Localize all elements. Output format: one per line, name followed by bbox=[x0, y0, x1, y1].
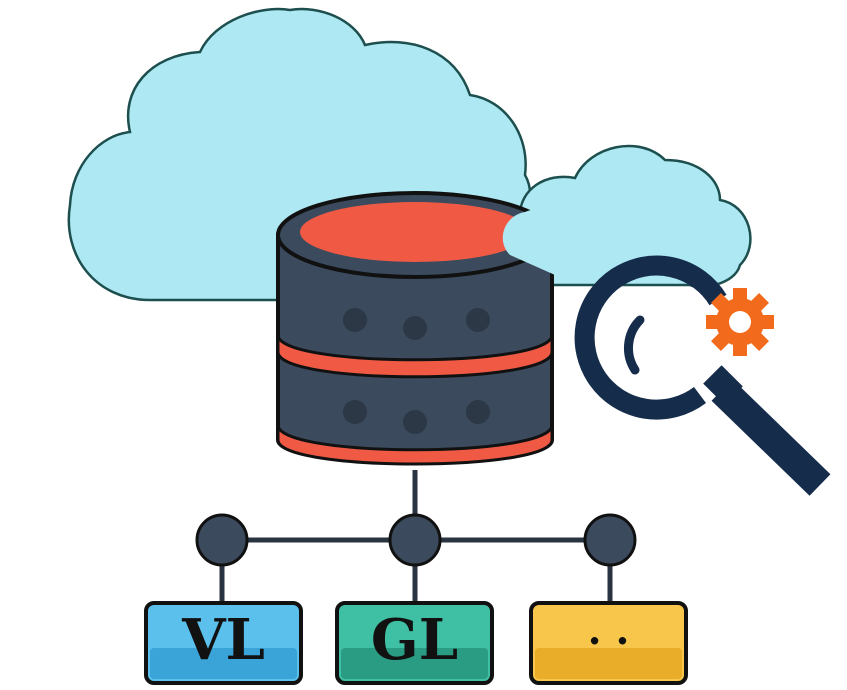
label-box-gl bbox=[335, 601, 494, 685]
cloud-icon bbox=[502, 209, 560, 275]
box-label-gl: GL bbox=[370, 607, 459, 673]
box-label-vl: VL bbox=[182, 607, 265, 673]
label-box-vl bbox=[144, 601, 303, 685]
label-box-more bbox=[529, 601, 688, 685]
database-icon bbox=[276, 191, 554, 466]
box-label-more: · · bbox=[587, 618, 630, 665]
magnifying-glass-icon bbox=[574, 255, 831, 496]
network-node-icon bbox=[195, 513, 637, 567]
gear-icon bbox=[706, 288, 774, 356]
